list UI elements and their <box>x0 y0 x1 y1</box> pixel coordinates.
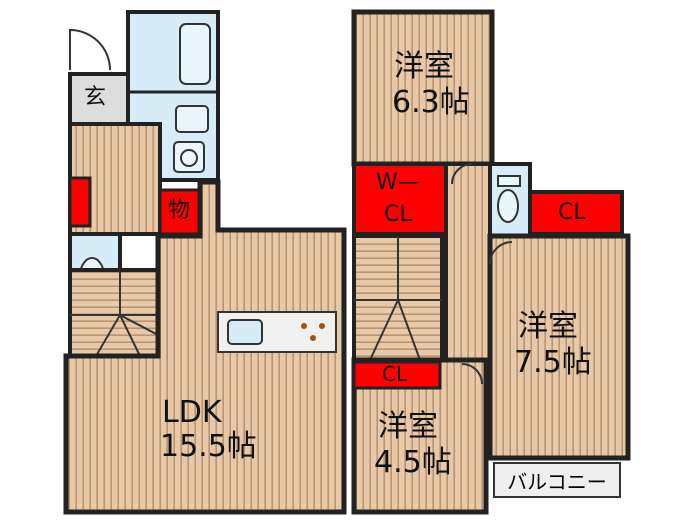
closet-hall <box>68 176 92 228</box>
room-7-5 <box>487 233 631 461</box>
closet-7-5 <box>528 190 624 236</box>
walk-in-closet <box>352 162 448 236</box>
ldk <box>63 179 347 515</box>
door-icon <box>451 163 473 185</box>
balcony: バルコニー <box>493 462 621 498</box>
label-wcl-line1: W— <box>376 170 420 195</box>
label-cl-small: CL <box>382 362 408 386</box>
storage <box>158 188 202 236</box>
first-floor <box>63 10 347 515</box>
hall-2f <box>444 162 492 366</box>
entry-door-icon <box>69 28 111 71</box>
label-room1-size: 6.3帖 <box>392 85 470 120</box>
label-cl-right: CL <box>558 200 586 225</box>
label-ldk-name: LDK <box>162 395 222 430</box>
label-room2-name: 洋室 <box>518 309 578 344</box>
door-icon <box>461 363 483 385</box>
label-storage: 物 <box>168 198 191 223</box>
door-icon <box>489 241 513 265</box>
label-room1-name: 洋室 <box>394 49 454 84</box>
second-floor <box>351 9 631 515</box>
label-ldk-size: 15.5帖 <box>160 429 257 464</box>
genkan <box>68 72 130 126</box>
label-genkan: 玄 <box>84 85 107 110</box>
label-room3-size: 4.5帖 <box>374 445 452 480</box>
washer-icon <box>173 141 205 173</box>
stairs-1f <box>68 268 160 358</box>
label-balcony: バルコニー <box>507 469 607 494</box>
room-6-3 <box>351 9 495 167</box>
label-room3-name: 洋室 <box>378 409 438 444</box>
toilet-icon-2f <box>497 189 519 223</box>
stove-icon <box>301 323 307 329</box>
label-room2-size: 7.5帖 <box>514 345 592 380</box>
label-wcl-line2: CL <box>384 202 412 227</box>
closet-4-5 <box>352 360 442 390</box>
sink-icon <box>175 105 209 133</box>
kitchen-sink-icon <box>227 319 263 345</box>
bathtub-icon <box>179 23 211 85</box>
